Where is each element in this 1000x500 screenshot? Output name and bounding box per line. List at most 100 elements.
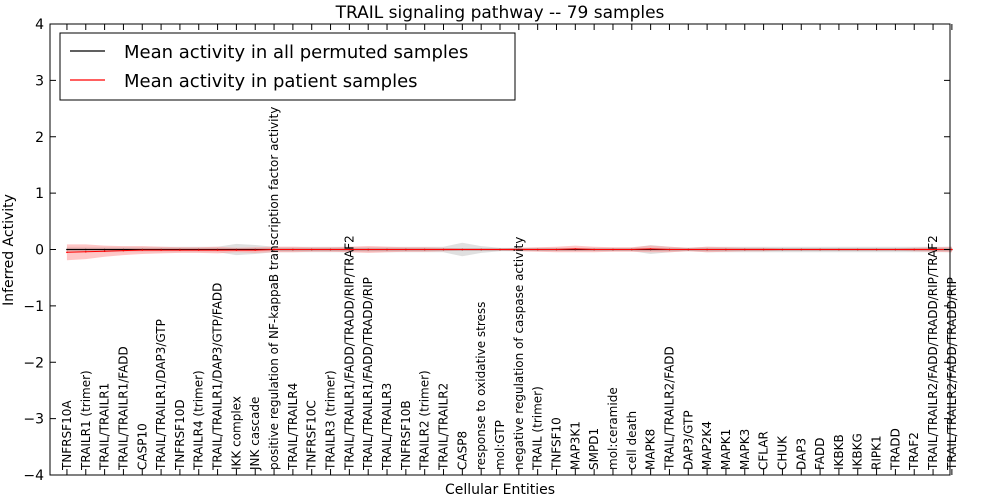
x-tick-label: IKBKB (832, 434, 846, 470)
data-point (367, 248, 370, 251)
legend: Mean activity in all permuted samples Me… (59, 32, 516, 101)
data-point (66, 248, 68, 251)
data-point (103, 250, 106, 252)
series-lines (66, 248, 953, 254)
x-tick-label: TRAIL/TRAILR1/DAP3/GTP (154, 319, 168, 471)
data-point (894, 248, 897, 251)
x-tick-label: MAP2K4 (700, 421, 714, 470)
data-point (913, 248, 915, 251)
data-point (66, 251, 68, 254)
data-point (141, 249, 144, 251)
data-point (875, 248, 878, 251)
data-point (386, 248, 388, 251)
data-point (800, 248, 803, 251)
data-point (762, 248, 765, 251)
chart-title: TRAIL signaling pathway -- 79 samples (335, 3, 665, 23)
x-tick-label: TRAIL/TRAILR1/DAP3/GTP/FADD (211, 283, 225, 471)
y-tick-label: 3 (35, 73, 44, 89)
data-point (856, 248, 859, 251)
data-point (725, 248, 727, 251)
band-patient (66, 244, 952, 261)
data-point (85, 251, 87, 253)
legend-label-patient: Mean activity in patient samples (124, 71, 418, 92)
x-tick-label: TRAILR1 (trimer) (79, 370, 93, 471)
data-point (744, 248, 746, 251)
x-tick-label: mol:GTP (493, 420, 507, 470)
legend-label-permuted: Mean activity in all permuted samples (124, 42, 468, 63)
data-point (668, 248, 671, 251)
data-point (536, 248, 539, 251)
x-tick-label: JNK cascade (248, 397, 262, 471)
series-line-patient (66, 248, 952, 253)
data-point (235, 249, 238, 251)
axis-ticks (50, 23, 953, 476)
data-point (612, 248, 614, 251)
x-tick-label: RIPK1 (870, 435, 884, 470)
x-tick-label: cell death (625, 411, 639, 470)
data-point (405, 248, 407, 251)
x-tick-label: TRAIL/TRAILR2/FADD/TRADD/RIP/TRAF2 (926, 235, 940, 471)
x-tick-label: MAP3K1 (568, 421, 582, 470)
x-tick-label: DAP3 (794, 438, 808, 470)
x-tick-label: positive regulation of NF-kappaB transcr… (267, 107, 281, 470)
x-tick-label: DAP3/GTP (681, 410, 695, 470)
x-tick-label: CFLAR (757, 431, 771, 470)
data-point (819, 248, 821, 251)
data-point (310, 248, 313, 251)
x-tick-label: response to oxidative stress (474, 302, 488, 470)
data-point (480, 248, 483, 251)
data-point (706, 248, 708, 251)
data-point (461, 248, 464, 251)
data-point (687, 248, 690, 251)
data-point (781, 248, 784, 251)
y-tick-label: 4 (35, 17, 44, 33)
x-tick-label: IKBKG (851, 433, 865, 470)
x-tick-label: TRAIL/TRAILR1 (98, 383, 112, 471)
x-tick-label: FADD (813, 438, 827, 471)
data-point (593, 248, 595, 251)
x-tick-label: TRAIL/TRAILR3 (380, 383, 394, 471)
data-point (951, 248, 953, 251)
data-point (518, 248, 520, 251)
x-tick-label: TRAIL/TRAILR2/FADD (663, 346, 677, 471)
x-tick-label: CASP10 (135, 423, 149, 470)
x-tick-label: TRAIL/TRAILR1/FADD/TRADD/RIP/TRAF2 (342, 235, 356, 471)
y-axis-label: Inferred Activity (1, 194, 17, 306)
data-point (631, 248, 633, 251)
x-tick-label: MAPK1 (719, 429, 733, 470)
data-point (122, 248, 125, 251)
x-tick-label: TNFRSF10B (399, 400, 413, 471)
x-tick-label: TRADD (888, 428, 902, 471)
y-tick-label: 2 (35, 130, 44, 146)
data-point (179, 249, 181, 251)
data-point (122, 249, 125, 252)
data-point (555, 248, 558, 251)
x-tick-label: TNFRSF10A (60, 400, 74, 471)
x-tick-label: TRAIL/TRAILR2/FADD/TRADD/RIP (945, 277, 959, 471)
y-tick-label: 0 (35, 243, 44, 259)
y-tick-label: −4 (23, 468, 44, 484)
x-tick-label: MAPK8 (644, 429, 658, 470)
data-point (160, 249, 162, 251)
y-tick-label: 1 (35, 186, 44, 202)
data-point (348, 248, 351, 251)
x-tick-label: TRAILR4 (trimer) (192, 370, 206, 471)
legend-box (59, 32, 516, 101)
x-tick-label: TRAIL/TRAILR1/FADD/TRADD/RIP (361, 277, 375, 471)
x-tick-label: CHUK (775, 435, 789, 470)
x-tick-label: TRAIL/TRAILR4 (286, 383, 300, 471)
data-point (254, 249, 256, 251)
y-tick-label: −3 (23, 412, 44, 428)
data-point (216, 249, 219, 251)
data-point (932, 248, 934, 251)
data-point (649, 248, 652, 250)
plot-frame (49, 23, 951, 476)
data-point (103, 248, 106, 251)
data-point (85, 248, 87, 251)
x-tick-label: SMPD1 (587, 428, 601, 470)
x-tick-label: TRAIL/TRAILR1/FADD (116, 346, 130, 471)
data-point (292, 248, 294, 251)
